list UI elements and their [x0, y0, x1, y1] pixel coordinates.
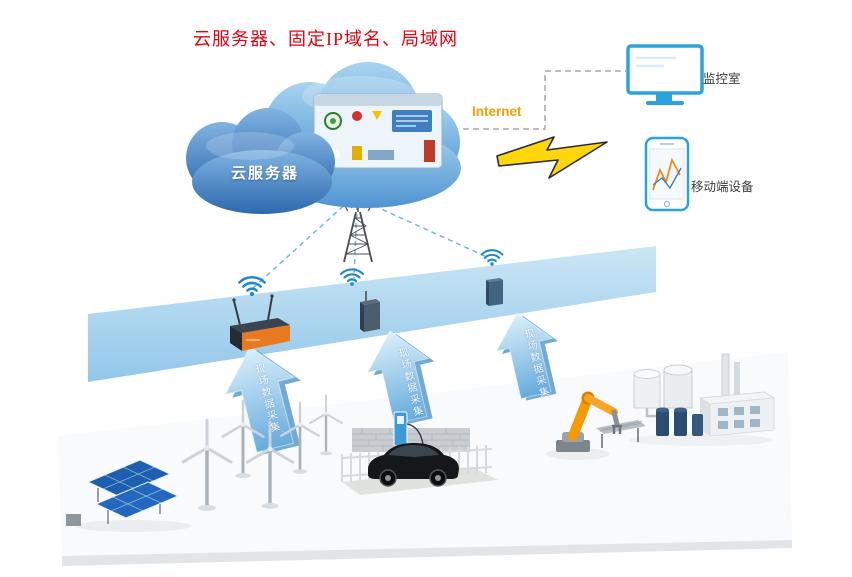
monitor-icon [626, 44, 704, 105]
gateway-dtu-3 [486, 278, 503, 306]
robot-arm [546, 391, 646, 460]
connector-cloud-monitor [463, 70, 626, 130]
electric-car [368, 443, 459, 487]
cloud-front [186, 108, 335, 214]
connector-cloud-gateways [252, 199, 490, 289]
mobile-phone-icon [644, 136, 690, 212]
solar-panels [66, 459, 191, 532]
gateway-dtu-2 [360, 291, 380, 332]
diagram-title: 云服务器、固定IP域名、局域网 [193, 29, 459, 49]
cloud-illustration [186, 62, 461, 214]
gateway-router [230, 294, 290, 351]
wifi-signal-icon-3 [480, 249, 504, 267]
cloud-dashboard [313, 93, 443, 169]
mobile-device-label: 移动端设备 [691, 180, 754, 194]
ev-charging-station [341, 411, 498, 495]
industrial-plant [629, 353, 776, 446]
monitor-room-label: 监控室 [703, 72, 741, 86]
wifi-signal-icon-1 [238, 276, 266, 298]
lightning-bolt-icon [496, 136, 608, 179]
cloud-server-label: 云服务器 [230, 165, 299, 182]
internet-label: Internet [472, 104, 522, 119]
